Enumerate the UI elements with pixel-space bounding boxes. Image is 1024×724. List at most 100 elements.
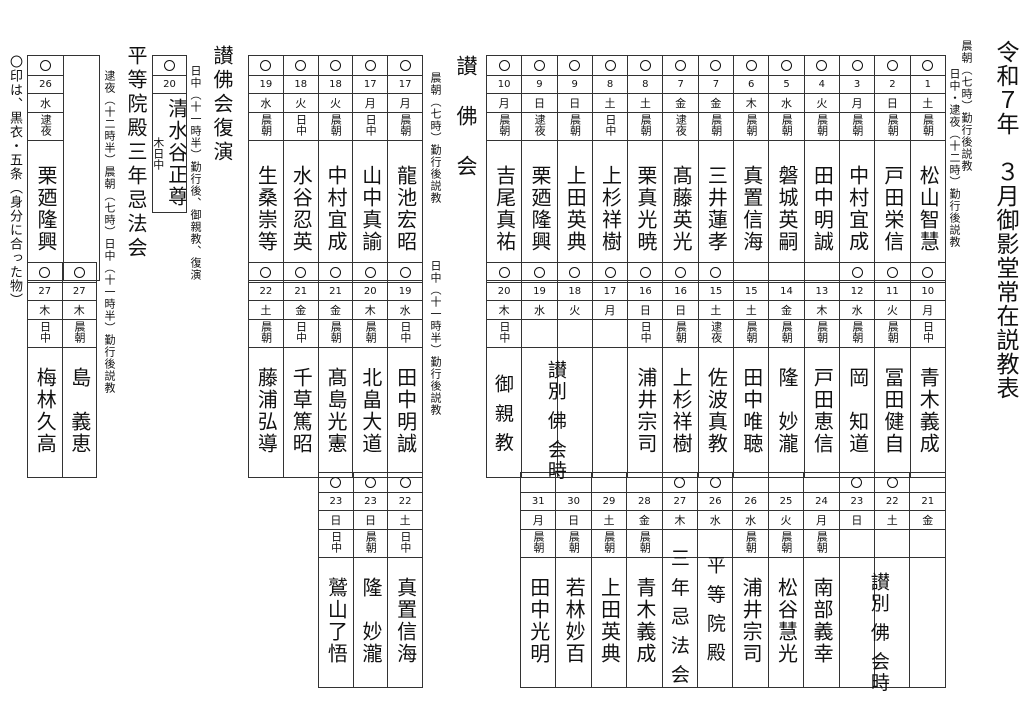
circle-mark	[851, 60, 863, 71]
preacher-cell: 田中明誠	[803, 140, 840, 281]
date-cell: 6	[733, 75, 770, 94]
circle-cell	[909, 262, 947, 283]
preacher-cell	[591, 347, 629, 478]
preacher-name: 佐波真教	[704, 366, 729, 455]
session-label: 晨朝	[779, 530, 793, 553]
circle-mark	[675, 267, 687, 278]
circle-cell	[803, 55, 840, 76]
hour-note-asa-sanbutsu: 晨朝（七時）勤行後説教	[429, 72, 442, 204]
circle-cell	[591, 55, 629, 76]
session-cell: 晨朝	[768, 112, 805, 141]
preacher-name: 千草篤昭	[289, 366, 314, 455]
session-cell: 晨朝	[387, 112, 423, 141]
date-cell: 23	[352, 492, 389, 511]
session-cell: 晨朝	[733, 319, 770, 348]
preacher-name: 南部義幸	[809, 576, 834, 665]
session-cell: 日中	[318, 529, 354, 558]
preacher-name: 清水谷正尊	[164, 98, 187, 208]
preacher-cell	[661, 557, 699, 688]
circle-mark	[569, 60, 581, 71]
preacher-name: 髙藤英光	[669, 164, 694, 253]
session-label: 晨朝	[780, 320, 794, 343]
preacher-name: 松山智慧	[916, 164, 941, 253]
session-label: 逮夜	[709, 320, 723, 343]
circle-cell	[318, 472, 354, 493]
preacher-cell: 生桑崇等	[248, 140, 284, 281]
dow-cell: 木	[733, 93, 770, 113]
circle-mark	[922, 267, 934, 278]
session-label: 晨朝	[568, 113, 582, 136]
preacher-name: 隆 妙瀧	[358, 576, 383, 665]
dow-cell: 月	[803, 510, 840, 530]
session-cell	[521, 319, 558, 348]
dow-cell: 木	[661, 510, 699, 530]
session-label: 日中	[398, 530, 412, 553]
preacher-cell	[909, 557, 946, 688]
circle-cell	[248, 55, 284, 76]
dow-cell: 木	[27, 300, 63, 320]
session-cell: 晨朝	[590, 529, 628, 558]
section-byodoin: 平等院殿三年忌法会	[124, 45, 148, 261]
circle-mark	[710, 267, 722, 278]
dow-cell: 木	[485, 300, 523, 320]
circle-mark	[639, 60, 651, 71]
preacher-cell	[485, 347, 523, 478]
session-cell: 晨朝	[733, 112, 770, 141]
preacher-cell: 松谷慧光	[767, 557, 805, 688]
circle-mark	[604, 267, 616, 278]
session-cell: 晨朝	[556, 112, 593, 141]
date-cell: 27	[61, 282, 97, 301]
session-label: 日中	[921, 320, 935, 343]
date-cell: 18	[556, 282, 593, 301]
date-cell: 4	[803, 75, 840, 94]
circle-cell	[556, 55, 593, 76]
circle-mark	[330, 477, 342, 488]
date-cell: 23	[838, 492, 876, 511]
date-cell: 31	[519, 492, 557, 511]
label-sannenki: 三 年 忌 法 会	[667, 548, 690, 686]
dow-cell: 土	[248, 300, 284, 320]
preacher-cell: 松山智慧	[909, 140, 947, 281]
session-label: 晨朝	[850, 113, 864, 136]
session-cell: 晨朝	[352, 319, 389, 348]
date-cell: 19	[387, 282, 423, 301]
circle-mark	[604, 60, 616, 71]
circle-cell	[352, 55, 389, 76]
date-cell: 17	[591, 282, 629, 301]
dow-cell: 土	[874, 510, 911, 530]
dow-cell: 土	[627, 93, 664, 113]
date-cell: 10	[909, 282, 947, 301]
dow-cell: 土	[909, 93, 947, 113]
preacher-cell: 隆 妙瀧	[352, 557, 389, 688]
date-cell: 15	[733, 282, 770, 301]
session-label: 日中	[152, 147, 165, 170]
circle-mark	[886, 477, 898, 488]
dow-cell: 金	[282, 300, 319, 320]
circle-cell	[352, 472, 389, 493]
dow-cell: 水	[521, 300, 558, 320]
circle-mark	[639, 267, 651, 278]
circle-mark	[399, 267, 411, 278]
circle-cell	[767, 472, 805, 493]
session-cell: 木日中	[152, 98, 165, 208]
circle-mark	[533, 60, 545, 71]
date-cell: 19	[248, 75, 284, 94]
date-cell: 21	[282, 282, 319, 301]
date-cell: 5	[768, 75, 805, 94]
preacher-cell: 田中明誠	[387, 347, 423, 478]
date-cell: 12	[838, 282, 876, 301]
session-label: 晨朝	[259, 320, 273, 343]
circle-mark	[295, 267, 307, 278]
circle-mark	[329, 267, 341, 278]
dow-cell: 水	[697, 510, 734, 530]
circle-mark	[329, 60, 341, 71]
label-goshinkyo: 御 親 教	[491, 374, 514, 454]
circle-mark	[709, 477, 721, 488]
preacher-cell: 龍池宏昭	[387, 140, 423, 281]
circle-cell	[352, 262, 389, 283]
circle-cell	[874, 262, 911, 283]
circle-mark	[745, 60, 757, 71]
hour-note-nitchu-sanbutsu: 日中（十一時半）勤行後説教	[429, 260, 442, 416]
